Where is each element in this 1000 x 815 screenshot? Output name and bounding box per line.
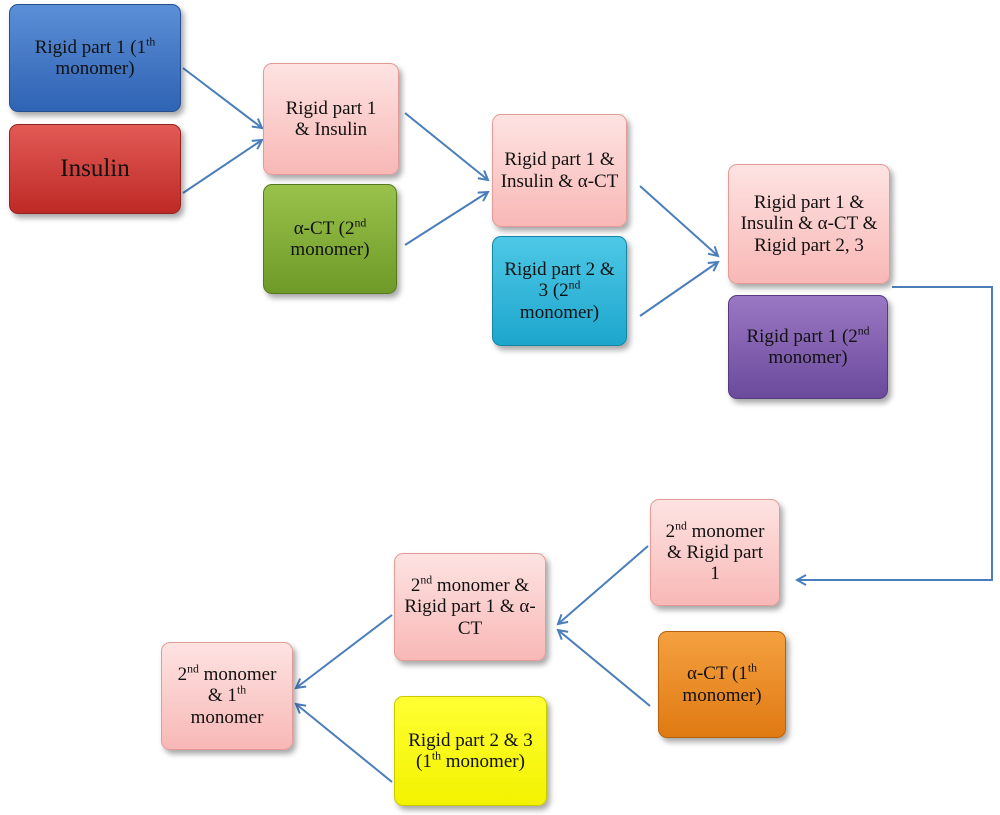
- node-rigid-part-1-first-monomer: Rigid part 1 (1th monomer): [9, 4, 181, 112]
- node-act-second-monomer: α-CT (2nd monomer): [263, 184, 397, 294]
- node-label: 2nd monomer & 1th monomer: [177, 662, 277, 728]
- node-second-monomer-and-rigid-part-1: 2nd monomer & Rigid part 1: [650, 499, 780, 606]
- node-label: 2nd monomer & Rigid part 1 & α-CT: [404, 573, 536, 639]
- node-rigid-part-1-and-insulin: Rigid part 1 & Insulin: [263, 63, 399, 175]
- arrow-step2-to-step3: [639, 185, 718, 256]
- arrow-step4-to-step5: [558, 545, 649, 624]
- node-label: Rigid part 2 & 3 (1th monomer): [408, 729, 533, 772]
- node-second-monomer-rigid-part-1-act: 2nd monomer & Rigid part 1 & α-CT: [394, 553, 546, 661]
- arrow-rigid23-first-to-final: [296, 704, 393, 783]
- node-label: Rigid part 1 (1th monomer): [34, 35, 156, 79]
- node-label: Rigid part 1 & Insulin & α-CT & Rigid pa…: [740, 192, 878, 256]
- arrow-step3-to-step4: [797, 286, 993, 580]
- node-act-first-monomer: α-CT (1th monomer): [658, 631, 786, 738]
- node-label: Rigid part 1 & Insulin & α-CT: [500, 149, 619, 192]
- arrow-insulin-to-step1: [182, 140, 262, 194]
- node-rigid-part-2-3-first-monomer: Rigid part 2 & 3 (1th monomer): [394, 696, 547, 806]
- node-rigid-part-1-second-monomer: Rigid part 1 (2nd monomer): [728, 295, 888, 399]
- node-label: Rigid part 1 & Insulin: [285, 97, 377, 140]
- arrow-act-first-to-step5: [558, 630, 651, 707]
- node-rigid-part-1-insulin-act-rigid-part-2-3: Rigid part 1 & Insulin & α-CT & Rigid pa…: [728, 164, 890, 284]
- node-label: α-CT (1th monomer): [682, 661, 762, 706]
- node-label: Insulin: [60, 155, 130, 182]
- arrow-step1-to-step2: [404, 112, 488, 180]
- node-rigid-part-1-insulin-act: Rigid part 1 & Insulin & α-CT: [492, 114, 627, 227]
- arrow-act-to-step2: [404, 192, 488, 246]
- arrow-step5-to-final: [296, 614, 393, 688]
- node-label: Rigid part 2 & 3 (2nd monomer): [504, 259, 615, 323]
- node-label: Rigid part 1 (2nd monomer): [746, 324, 870, 368]
- node-rigid-part-2-3-second-monomer: Rigid part 2 & 3 (2nd monomer): [492, 236, 627, 346]
- node-label: α-CT (2nd monomer): [290, 216, 370, 260]
- arrow-rigid23-to-step3: [639, 262, 718, 317]
- node-label: 2nd monomer & Rigid part 1: [665, 519, 765, 585]
- node-insulin: Insulin: [9, 124, 181, 214]
- node-second-monomer-and-first-monomer: 2nd monomer & 1th monomer: [161, 642, 293, 750]
- arrow-rigid1-to-step1: [182, 67, 262, 128]
